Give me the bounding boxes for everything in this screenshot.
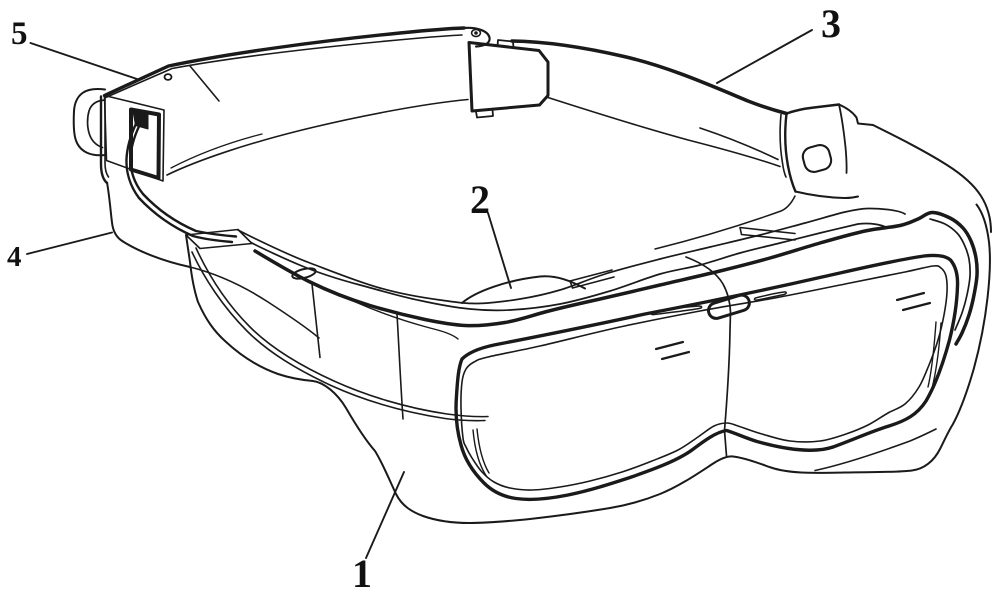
svg-text:4: 4	[7, 241, 22, 273]
svg-text:5: 5	[11, 16, 28, 52]
svg-text:1: 1	[352, 551, 372, 591]
svg-text:3: 3	[821, 1, 841, 46]
svg-text:2: 2	[470, 177, 490, 222]
